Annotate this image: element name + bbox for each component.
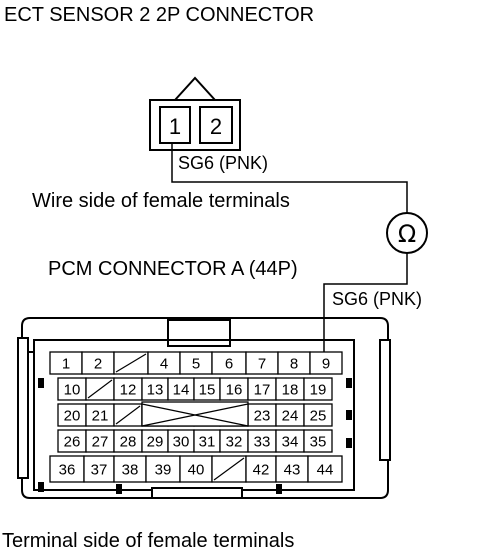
terminal-side-caption: Terminal side of female terminals [2,530,295,552]
pcm-connector-body [17,317,391,499]
pcm-cell [275,455,309,483]
ohmmeter-circle [386,212,428,254]
pcm-pin-label: 25 [310,408,327,425]
pcm-bottom-tab [151,487,243,499]
pcm-empty-slash [87,379,113,399]
pcm-empty-slash [115,353,147,373]
ohm-icon: Ω [398,220,416,248]
sensor-connector [149,76,241,151]
sensor-pin-1-cell [159,106,191,144]
pcm-pin-label: 42 [253,462,270,479]
pcm-pin-label: 23 [254,408,271,425]
pcm-pin-label: 29 [147,434,164,451]
pcm-pin-label: 13 [147,382,164,399]
pcm-cell [303,403,333,427]
pcm-pin-label: 33 [254,434,271,451]
pcm-pin-label: 1 [62,356,70,373]
pcm-cell [113,455,147,483]
pcm-left-rail [17,337,29,479]
wire-lower-label: SG6 (PNK) [332,289,423,309]
pcm-cell [303,377,333,401]
pcm-pin-label: 35 [310,434,327,451]
pcm-pin-label: 34 [282,434,299,451]
pcm-pin-label: 26 [64,434,81,451]
pcm-pin-label: 43 [284,462,301,479]
pcm-pin-label: 44 [317,462,334,479]
pcm-cell [83,455,115,483]
pcm-cell [303,429,333,453]
pcm-pin-label: 17 [254,382,271,399]
pcm-cell [245,455,277,483]
pcm-cell [179,455,213,483]
pcm-cell [145,455,181,483]
wire-upper-label: SG6 (PNK) [178,153,269,173]
pcm-pin-label: 30 [173,434,190,451]
pcm-pin-label: 15 [199,382,216,399]
pcm-pin-label: 6 [225,356,233,373]
pcm-pin-label: 31 [199,434,216,451]
pcm-pin-label: 21 [92,408,109,425]
sensor-pin-1: 1 [169,114,181,139]
pcm-pin-label: 38 [122,462,139,479]
pcm-pin-label: 7 [258,356,266,373]
pcm-pin-label: 40 [188,462,205,479]
pcm-empty-slash [115,405,141,425]
pcm-pin-label: 12 [120,382,137,399]
pcm-pin-label: 19 [310,382,327,399]
ohmmeter: Ω [386,212,428,254]
pcm-connector-title: PCM CONNECTOR A (44P) [48,258,298,280]
sensor-pin-2: 2 [210,114,222,139]
pcm-cell [307,455,343,483]
pcm-pin-label: 39 [155,462,172,479]
pcm-right-rail [379,339,391,461]
pcm-pin-label: 16 [226,382,243,399]
sensor-pin-2-cell [199,106,233,144]
sensor-connector-housing [149,99,241,151]
pcm-pin-label: 37 [91,462,108,479]
wire-upper [171,143,408,213]
pcm-pin-label: 8 [290,356,298,373]
pcm-pin-label: 10 [64,382,81,399]
pcm-pin-label: 5 [192,356,200,373]
pcm-pin-label: 9 [322,356,330,373]
pcm-pin-label: 28 [120,434,137,451]
pcm-pin-label: 4 [160,356,168,373]
wire-side-caption: Wire side of female terminals [32,190,290,212]
pcm-side-keys [38,378,352,494]
pcm-pin-label: 36 [59,462,76,479]
pcm-pin-label: 24 [282,408,299,425]
pcm-outer-shell [21,317,389,499]
pcm-blocked-cross-b [141,403,249,427]
pcm-top-latch [167,319,231,347]
pcm-cell [49,455,85,483]
pcm-pin-label: 20 [64,408,81,425]
pcm-empty-slash [213,457,245,481]
pcm-pin-label: 14 [173,382,190,399]
pcm-pin-label: 32 [226,434,243,451]
diagram-title: ECT SENSOR 2 2P CONNECTOR [4,4,315,26]
pcm-pin-label: 2 [94,356,102,373]
pcm-cell [309,351,343,375]
pcm-pin-label: 18 [282,382,299,399]
pcm-pin-label: 27 [92,434,109,451]
